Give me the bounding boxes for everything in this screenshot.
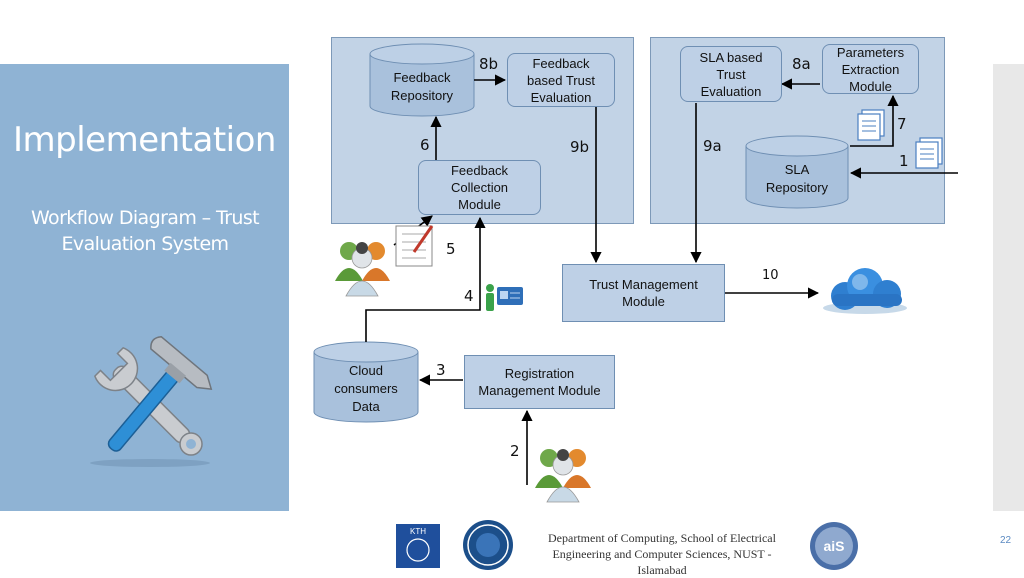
step-5: 5 bbox=[446, 240, 456, 258]
slide-subtitle: Workflow Diagram – Trust Evaluation Syst… bbox=[30, 207, 260, 255]
document-icon-1 bbox=[915, 137, 943, 169]
step-1: 1 bbox=[899, 152, 909, 170]
step-8b: 8b bbox=[479, 55, 499, 73]
feedback-repository-cylinder bbox=[369, 43, 475, 117]
feedback-repository: Feedback Repository bbox=[390, 70, 454, 103]
sla-trust-evaluation-box: SLA based Trust Evaluation bbox=[680, 46, 782, 102]
step-6: 6 bbox=[420, 136, 430, 154]
right-strip bbox=[993, 64, 1024, 511]
slide-title: Implementation bbox=[13, 120, 276, 160]
footer-department: Department of Computing, School of Elect… bbox=[548, 531, 776, 577]
arrow-4 bbox=[365, 216, 486, 342]
step-10: 10 bbox=[762, 268, 779, 283]
cloud-consumers-data: Cloud consumers Data bbox=[334, 363, 398, 414]
registration-management-module-box: Registration Management Module bbox=[464, 355, 615, 409]
step-8a: 8a bbox=[792, 55, 811, 73]
id-card-icon bbox=[486, 284, 523, 311]
step-7: 7 bbox=[897, 115, 907, 133]
sla-repository: SLA Repository bbox=[765, 162, 829, 195]
step-4: 4 bbox=[464, 287, 474, 305]
users-icon-bottom bbox=[535, 449, 591, 503]
step-9a: 9a bbox=[703, 137, 722, 155]
trust-management-module-box: Trust Management Module bbox=[562, 264, 725, 322]
ais-logo bbox=[810, 522, 858, 570]
tools-icon bbox=[90, 335, 213, 467]
kth-logo-text: KTH bbox=[410, 527, 426, 536]
page-number: 22 bbox=[1000, 535, 1012, 546]
document-icon-7 bbox=[857, 109, 885, 141]
step-2: 2 bbox=[510, 442, 520, 460]
users-icon-top bbox=[335, 242, 390, 297]
step-9b: 9b bbox=[570, 138, 590, 156]
title-panel bbox=[0, 64, 289, 511]
step-3: 3 bbox=[436, 361, 446, 379]
checklist-icon bbox=[395, 225, 434, 267]
ais-logo-text: aiS bbox=[823, 538, 845, 554]
sla-repository-cylinder bbox=[745, 135, 849, 209]
arrow-7 bbox=[850, 94, 899, 147]
nust-logo bbox=[463, 520, 513, 570]
feedback-trust-evaluation-box: Feedback based Trust Evaluation bbox=[507, 53, 615, 107]
cloud-consumers-data-cylinder bbox=[313, 341, 419, 423]
parameters-extraction-module-box: Parameters Extraction Module bbox=[822, 44, 919, 94]
feedback-collection-module-box: Feedback Collection Module bbox=[418, 160, 541, 215]
cloud-icon bbox=[823, 268, 907, 314]
kth-logo bbox=[396, 524, 440, 568]
